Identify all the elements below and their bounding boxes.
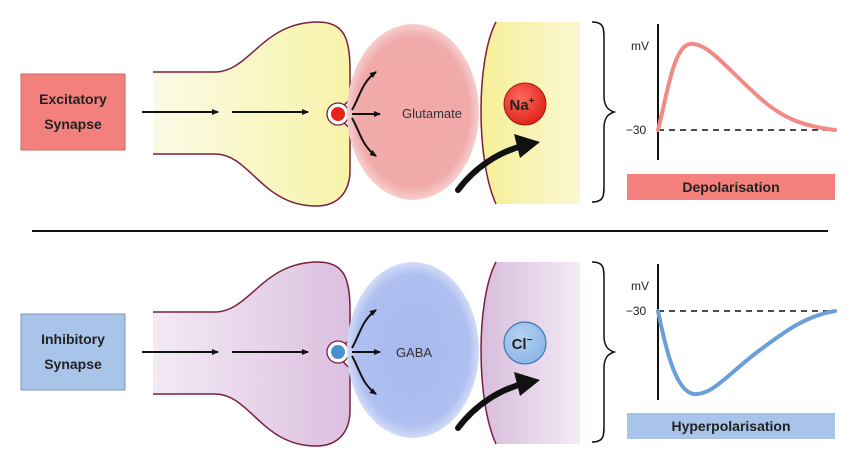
sodium-ion-label: Na+ [509,96,534,114]
inhibitory-label-line2: Synapse [44,356,102,372]
hyperpolarisation-banner [627,413,835,439]
inhibitory-threshold-label: −30 [626,304,647,318]
depolarisation-label: Depolarisation [682,179,779,195]
inhibitory-label-line1: Inhibitory [41,331,105,347]
chloride-ion [503,321,547,365]
excitatory-axis-unit: mV [631,39,649,53]
glutamate-cloud [347,24,479,200]
excitatory-vesicle [331,107,345,121]
depolarisation-trace [656,41,837,132]
excitatory-label-box [20,73,126,151]
inhibitory-axis-unit: mV [631,279,649,293]
depolarisation-banner [627,174,835,200]
glutamate-label: Glutamate [402,106,462,121]
excitatory-presynaptic-terminal [153,21,351,207]
hyperpolarisation-trace [656,309,837,397]
inhibitory-vesicle [331,345,345,359]
excitatory-bracket [591,21,617,203]
gaba-label: GABA [396,345,432,360]
inhibitory-bracket [591,261,617,443]
sodium-ion [503,82,547,126]
inhibitory-label-box [20,313,126,391]
chloride-ion-label: Cl− [512,335,533,353]
hyperpolarisation-label: Hyperpolarisation [671,418,790,434]
inhibitory-panel: Inhibitory Synapse GABA Cl− mV −30 Hyper… [20,261,837,447]
excitatory-panel: Excitatory Synapse Glutamate Na+ mV −30 [20,21,837,207]
excitatory-label-line2: Synapse [44,116,102,132]
inhibitory-presynaptic-terminal [153,261,351,447]
gaba-cloud [347,262,479,438]
excitatory-label-line1: Excitatory [39,91,107,107]
chloride-influx-arrow [455,381,525,431]
excitatory-threshold-label: −30 [626,123,647,137]
sodium-influx-arrow [455,143,525,193]
